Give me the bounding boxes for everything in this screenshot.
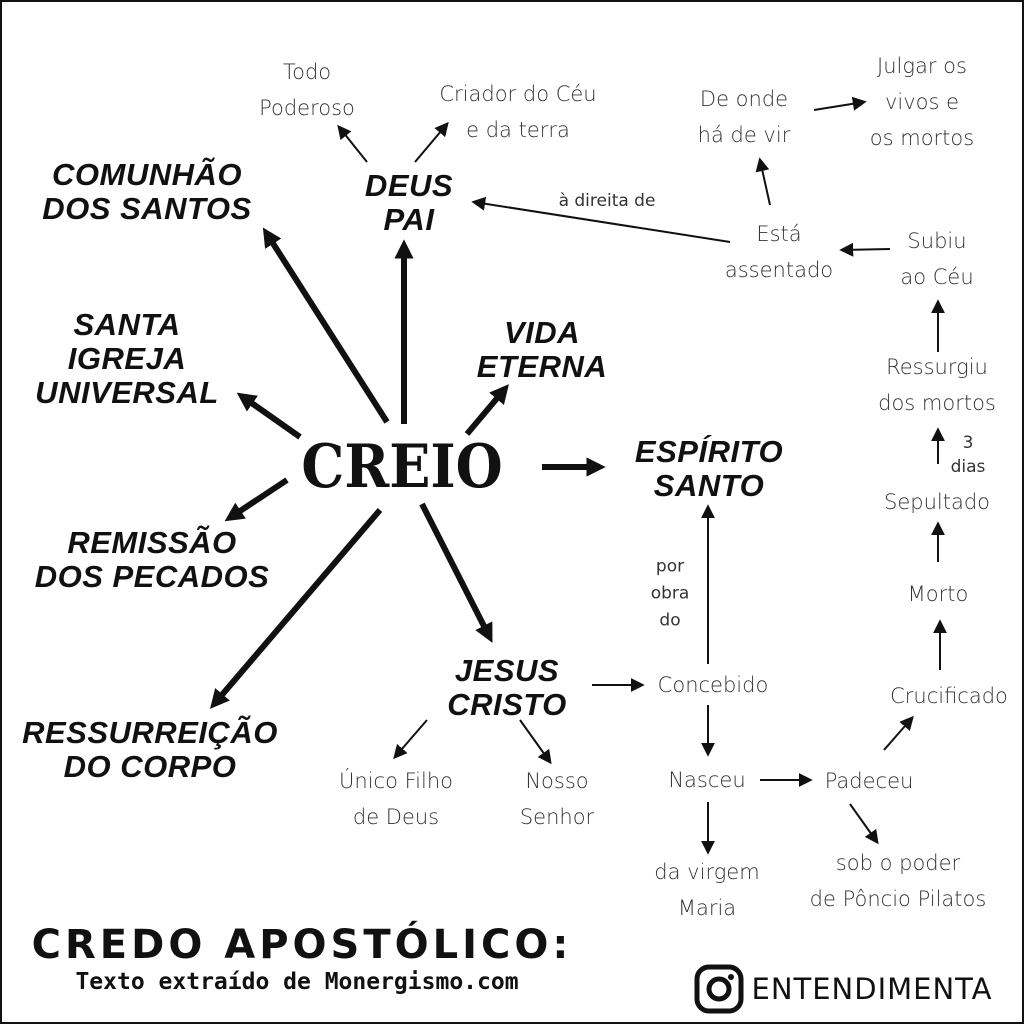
arrow-a-direita-de [471,196,731,243]
arrow-deus-criador [414,121,449,163]
detail-padeceu: Padeceu [824,769,914,793]
label-line: REMISSÃO [67,525,237,560]
label-line: Poderoso [259,96,355,120]
label-line: Senhor [519,805,595,829]
label-line: Está [756,222,802,246]
arrow-creio-vida-eterna [464,384,509,436]
detail-subiu: Subiu ao Céu [900,223,973,295]
detail-esta-assentado: Está assentado [725,216,833,288]
arrow-jesus-nosso-senhor [519,719,552,765]
label-line: dos mortos [878,391,996,415]
detail-de-onde: De onde há de vir [698,81,791,153]
center-node-creio: CREIO [301,432,503,502]
arrow-padeceu-pilatos [849,803,879,845]
label-line: IGREJA [67,341,187,376]
label-line: PAI [383,202,435,237]
label-line: 3 [962,433,974,453]
detail-a-direita-de: à direita de [558,191,656,211]
arrow-jesus-unico-filho [393,719,428,760]
detail-ressurgiu: Ressurgiu dos mortos [878,349,996,421]
label-line: SANTO [653,468,765,503]
detail-morto: Morto [907,582,969,606]
label-line: ESPÍRITO [634,434,784,469]
label-line: COMUNHÃO [52,157,242,192]
detail-sepultado: Sepultado [883,490,991,514]
arrow-creio-remissao [224,477,289,522]
label-line: vivos e [884,90,960,114]
footer-source: Texto extraído de Monergismo.com [75,969,519,995]
detail-unico-filho: Único Filho de Deus [339,763,453,835]
label-line: há de vir [697,123,791,147]
label-line: por [655,556,685,577]
arrow-de-onde [755,157,771,206]
label-line: assentado [724,258,834,282]
label-line: Julgar os [877,54,967,78]
label-line: Nosso [525,769,589,793]
arrow-padeceu-crucificado [883,715,914,751]
footer-title: CREDO APOSTÓLICO: [31,922,573,968]
detail-poncio-pilatos: sob o poder de Pôncio Pilatos [810,845,987,917]
arrow-creio-santa-igreja [236,392,302,440]
label-line: UNIVERSAL [35,375,219,410]
label-line: Todo [282,60,332,84]
label-line: de Deus [352,805,440,829]
detail-julgar: Julgar os vivos e os mortos [870,48,974,156]
label-line: VIDA [503,315,581,350]
arrow-deus-todo-poderoso [337,124,368,163]
label-line: Criador do Céu [439,82,597,106]
label-line: DOS SANTOS [42,191,252,226]
instagram-icon [694,964,744,1014]
label-line: DO CORPO [63,749,237,784]
arrow-julgar [813,96,867,111]
label-line: DEUS [364,168,454,203]
label-line: Maria [677,896,737,920]
label-line: de Pôncio Pilatos [809,887,987,911]
detail-crucificado: Crucificado [890,684,1008,708]
label-line: DOS PECADOS [34,559,270,594]
detail-concebido: Concebido [657,673,769,697]
label-line: Único Filho [339,769,453,793]
detail-por-obra-do: por obra do [651,554,690,635]
arrow-creio-ressurreicao [210,508,383,709]
label-line: do [659,610,681,631]
label-line: sob o poder [835,851,961,875]
label-line: De onde [699,87,789,111]
label-line: da virgem [654,860,760,884]
arrow-creio-comunhao [262,227,390,424]
detail-criador: Criador do Céu e da terra [439,76,596,148]
label-line: Ressurgiu [886,355,988,379]
detail-tres-dias: 3 dias [951,431,986,479]
label-line: obra [650,583,690,604]
label-line: ao Céu [900,265,974,289]
label-line: CRISTO [447,687,567,722]
label-line: e da terra [466,118,570,142]
label-line: JESUS [454,653,560,688]
arrow-creio-jesus-cristo [419,502,493,643]
arrow-subiu-esta [839,242,891,257]
label-line: os mortos [869,126,975,150]
label-line: dias [950,457,986,477]
label-line: SANTA [73,307,181,342]
label-line: Subiu [907,229,967,253]
label-line: ETERNA [476,349,608,384]
label-line: RESSURREIÇÃO [22,715,278,750]
footer-brand: ENTENDIMENTA [751,972,993,1006]
detail-nasceu: Nasceu [668,768,746,792]
